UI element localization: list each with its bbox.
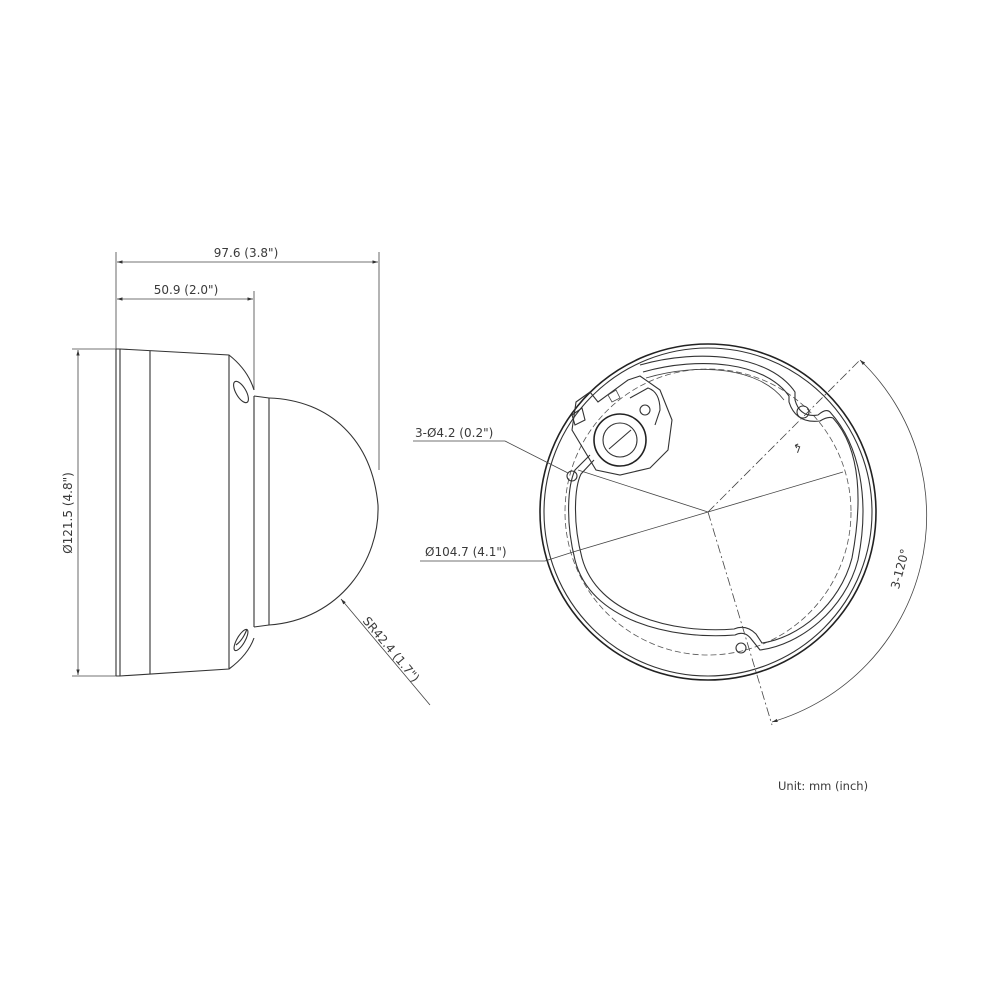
hole-spec-label: 3-Ø4.2 (0.2") — [415, 426, 493, 440]
overall-depth-label: 97.6 (3.8") — [214, 246, 279, 260]
diameter-dimension: Ø121.5 (4.8") — [61, 348, 118, 677]
camera-housing — [115, 348, 270, 677]
dome-radius-label: SR42.4 (1.7") — [360, 614, 422, 685]
hole-spec-dimension: 3-Ø4.2 (0.2") — [413, 426, 569, 474]
cable-channel — [568, 355, 864, 651]
base-depth-dimension: 50.9 (2.0") — [117, 283, 255, 390]
cable-entry-bracket — [571, 375, 673, 476]
angle-label: 3-120° — [888, 547, 912, 590]
dome-outline — [268, 397, 379, 626]
diameter-label: Ø121.5 (4.8") — [61, 472, 75, 554]
cable-gland — [593, 413, 647, 467]
side-view: 97.6 (3.8") 50.9 (2.0") Ø121.5 (4.8") — [61, 246, 431, 706]
dome-radius-dimension: SR42.4 (1.7") — [340, 598, 431, 706]
orientation-mark: ↰ — [790, 440, 804, 457]
base-depth-label: 50.9 (2.0") — [154, 283, 219, 297]
overall-depth-dimension: 97.6 (3.8") — [115, 246, 380, 470]
mount-hole-3 — [735, 642, 747, 654]
mount-hole-2 — [566, 470, 578, 482]
bottom-view: 3-Ø4.2 (0.2") Ø104.7 (4.1") 3-120° ↰ — [413, 343, 928, 726]
hole-circle-dimension: Ø104.7 (4.1") — [420, 545, 574, 562]
hole-circle-label: Ø104.7 (4.1") — [425, 545, 507, 559]
unit-label: Unit: mm (inch) — [778, 779, 868, 793]
